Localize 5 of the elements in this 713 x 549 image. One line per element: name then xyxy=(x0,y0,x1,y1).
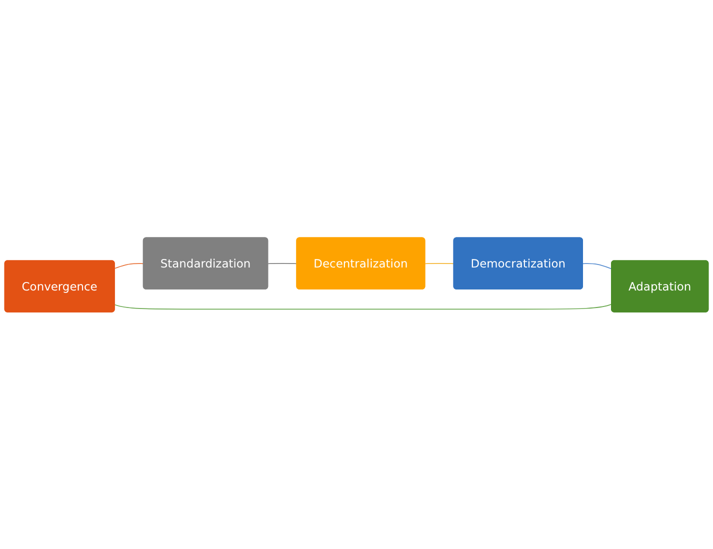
connector xyxy=(114,262,144,268)
connector xyxy=(582,262,612,269)
connector xyxy=(114,304,612,310)
connector xyxy=(424,262,454,264)
connector xyxy=(268,262,298,264)
